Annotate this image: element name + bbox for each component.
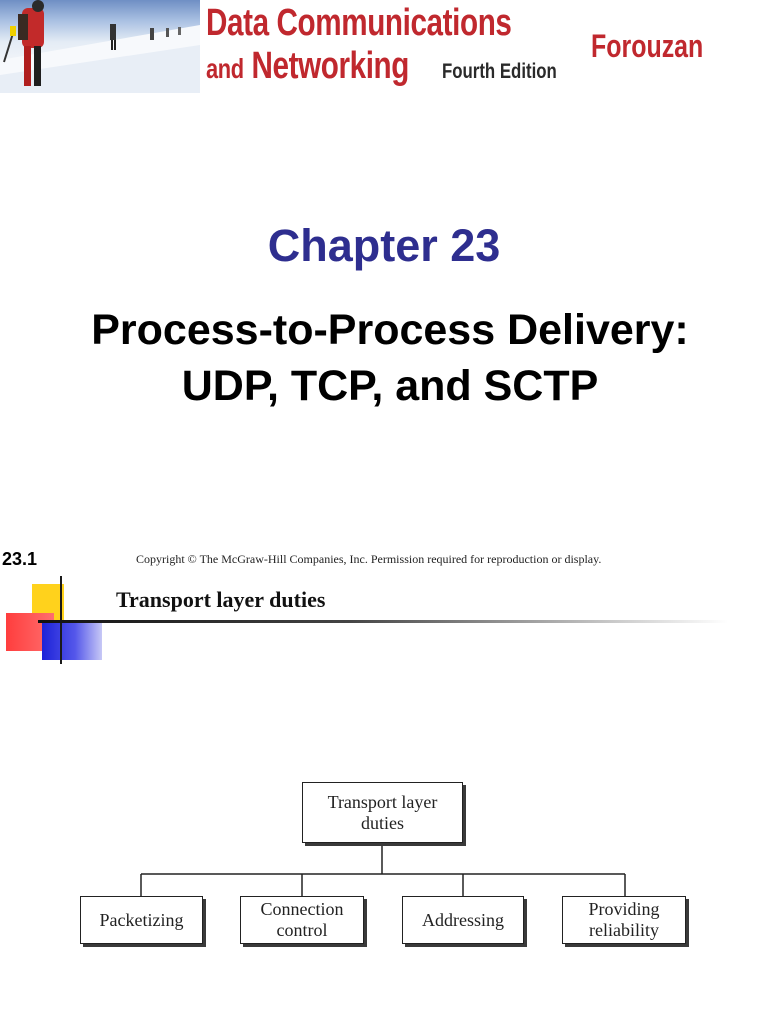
slide-number: 23.1 bbox=[2, 549, 38, 569]
heading-underline bbox=[38, 620, 728, 623]
node-packetizing-label: Packetizing bbox=[99, 909, 184, 930]
book-title: Data Communications and Networking bbox=[206, 4, 512, 85]
node-reliability-line2: reliability bbox=[589, 920, 659, 940]
chapter-title-line1: Process-to-Process Delivery: bbox=[91, 306, 689, 354]
mountaineers-illustration bbox=[0, 0, 200, 93]
chapter-title: Process-to-Process Delivery: UDP, TCP, a… bbox=[20, 302, 760, 414]
chapter-title-line2: UDP, TCP, and SCTP bbox=[181, 362, 599, 410]
diagram-node-providing-reliability: Providing reliability bbox=[562, 896, 686, 944]
node-addressing-label: Addressing bbox=[422, 909, 504, 930]
root-node-line2: duties bbox=[360, 812, 404, 833]
diagram-root-node: Transport layer duties bbox=[302, 782, 463, 843]
title-slide: Data Communications and Networking Fourt… bbox=[0, 0, 768, 414]
book-edition: Fourth Edition bbox=[442, 60, 557, 83]
book-banner: Data Communications and Networking Fourt… bbox=[0, 0, 768, 93]
figure-heading: Transport layer duties bbox=[116, 587, 326, 612]
node-connection-line1: Connection bbox=[260, 899, 344, 919]
diagram-node-connection-control: Connection control bbox=[240, 896, 364, 944]
decor-blue-square bbox=[42, 622, 102, 660]
book-author: Forouzan bbox=[591, 28, 704, 64]
diagram-node-addressing: Addressing bbox=[402, 896, 524, 944]
root-node-line1: Transport layer bbox=[327, 791, 438, 812]
book-title-line1: Data Communications bbox=[206, 2, 512, 44]
node-connection-line2: control bbox=[276, 920, 328, 940]
book-title-networking: Networking bbox=[251, 45, 410, 87]
copyright-notice: Copyright © The McGraw-Hill Companies, I… bbox=[136, 552, 602, 566]
chapter-number: Chapter 23 bbox=[267, 220, 501, 271]
book-title-line2: and Networking bbox=[206, 47, 409, 85]
mountaineers-photo bbox=[0, 0, 200, 93]
book-title-and: and bbox=[206, 53, 244, 84]
diagram-node-packetizing: Packetizing bbox=[80, 896, 203, 944]
node-reliability-line1: Providing bbox=[588, 899, 660, 919]
